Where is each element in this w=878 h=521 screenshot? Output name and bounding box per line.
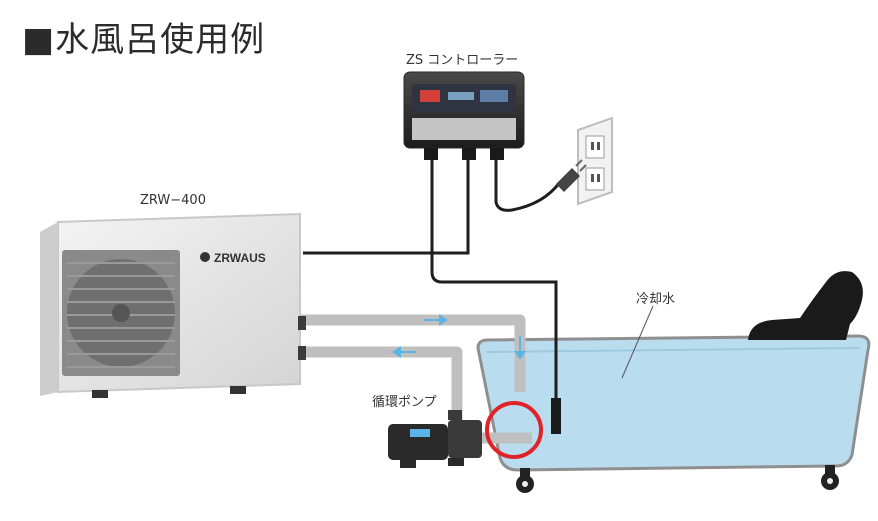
person-silhouette [748, 271, 863, 340]
tub-foot-left [516, 468, 534, 493]
temperature-sensor [551, 398, 561, 434]
heat-pump-unit: ZRWAUS [40, 214, 306, 398]
wall-outlet [578, 118, 612, 204]
controller-label: ZS コントローラー [406, 49, 518, 68]
zs-controller [404, 72, 524, 160]
heat-pump-label: ZRW−400 [140, 193, 206, 208]
heat-pump-brand: ZRWAUS [214, 251, 266, 265]
circulation-pump [388, 410, 482, 468]
pump-label: 循環ポンプ [372, 391, 437, 410]
tub-foot-right [821, 465, 839, 490]
cold-water-label: 冷却水 [636, 288, 675, 307]
